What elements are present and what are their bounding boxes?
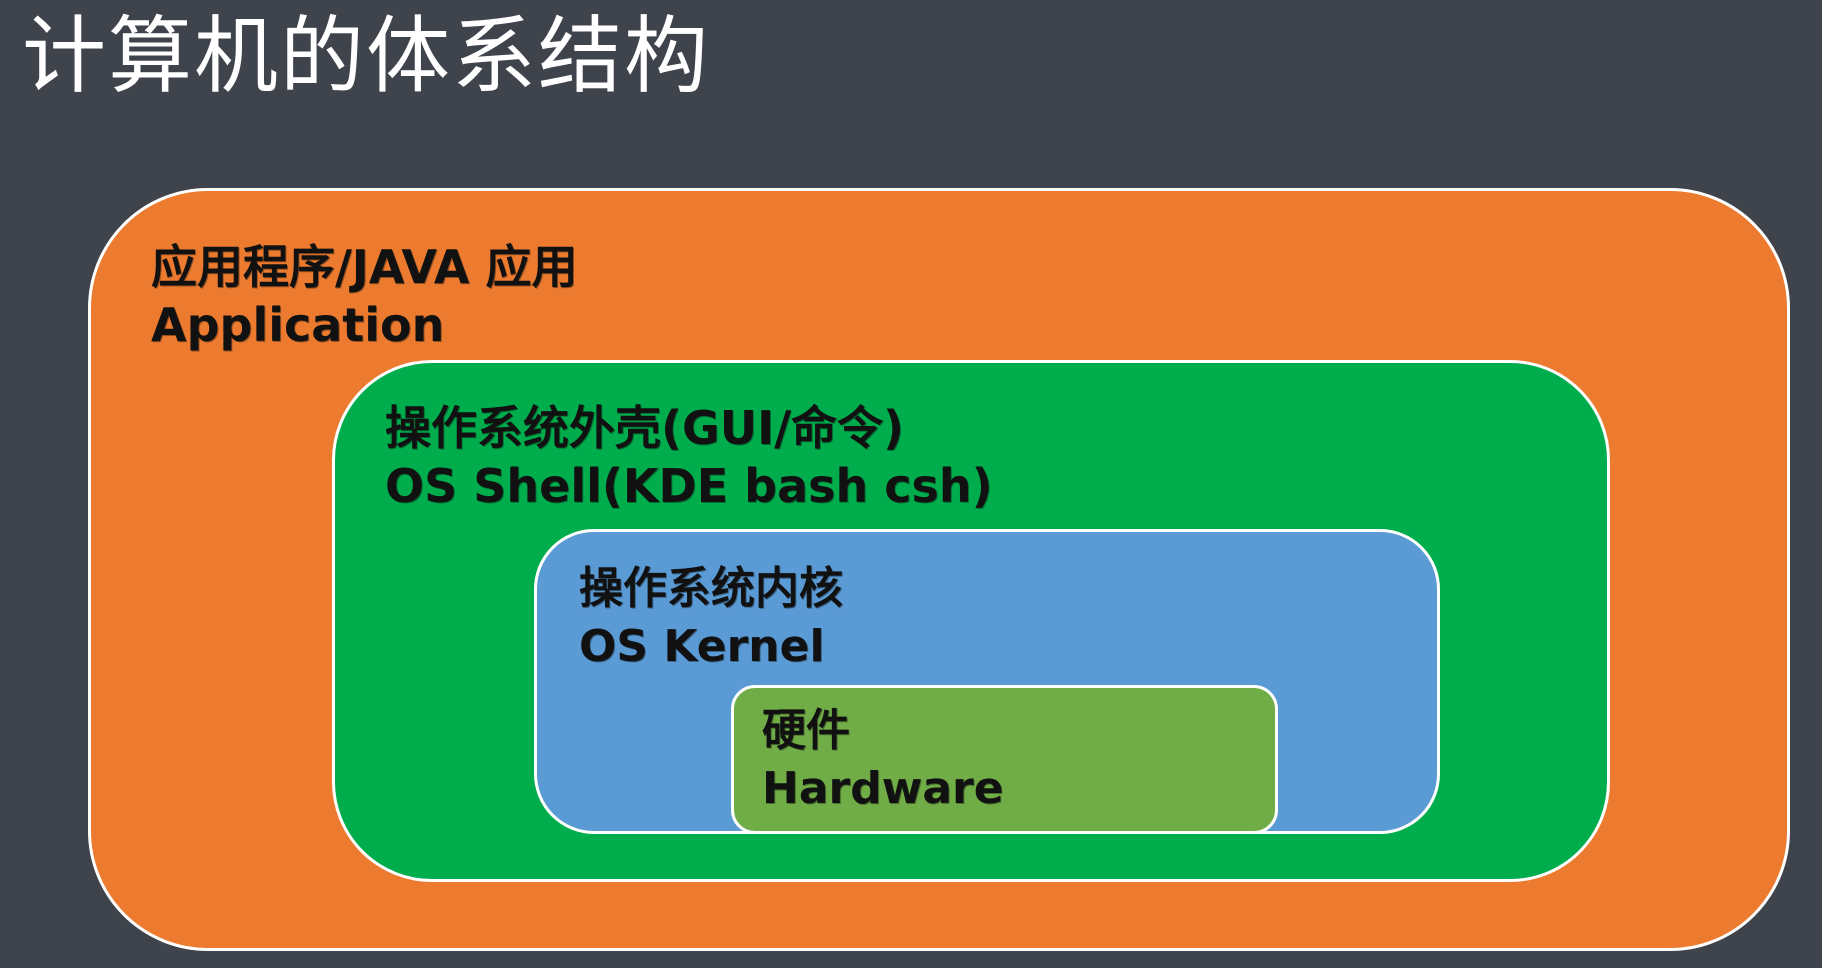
os-shell-layer-label: 操作系统外壳(GUI/命令) OS Shell(KDE bash csh) — [385, 399, 993, 515]
hardware-layer-label: 硬件 Hardware — [762, 702, 1004, 818]
application-layer-label-zh: 应用程序/JAVA 应用 — [151, 240, 578, 294]
application-layer-label-en: Application — [151, 298, 445, 352]
hardware-layer-label-zh: 硬件 — [762, 705, 850, 756]
os-kernel-layer-label: 操作系统内核 OS Kernel — [579, 560, 843, 676]
hardware-layer-label-en: Hardware — [762, 763, 1004, 814]
hardware-layer: 硬件 Hardware — [731, 685, 1278, 834]
os-shell-layer-label-en: OS Shell(KDE bash csh) — [385, 459, 993, 513]
page-title: 计算机的体系结构 — [22, 7, 711, 105]
os-shell-layer-label-zh: 操作系统外壳(GUI/命令) — [385, 401, 905, 455]
os-kernel-layer-label-en: OS Kernel — [579, 621, 825, 672]
os-kernel-layer-label-zh: 操作系统内核 — [579, 563, 843, 614]
application-layer-label: 应用程序/JAVA 应用 Application — [151, 238, 578, 354]
